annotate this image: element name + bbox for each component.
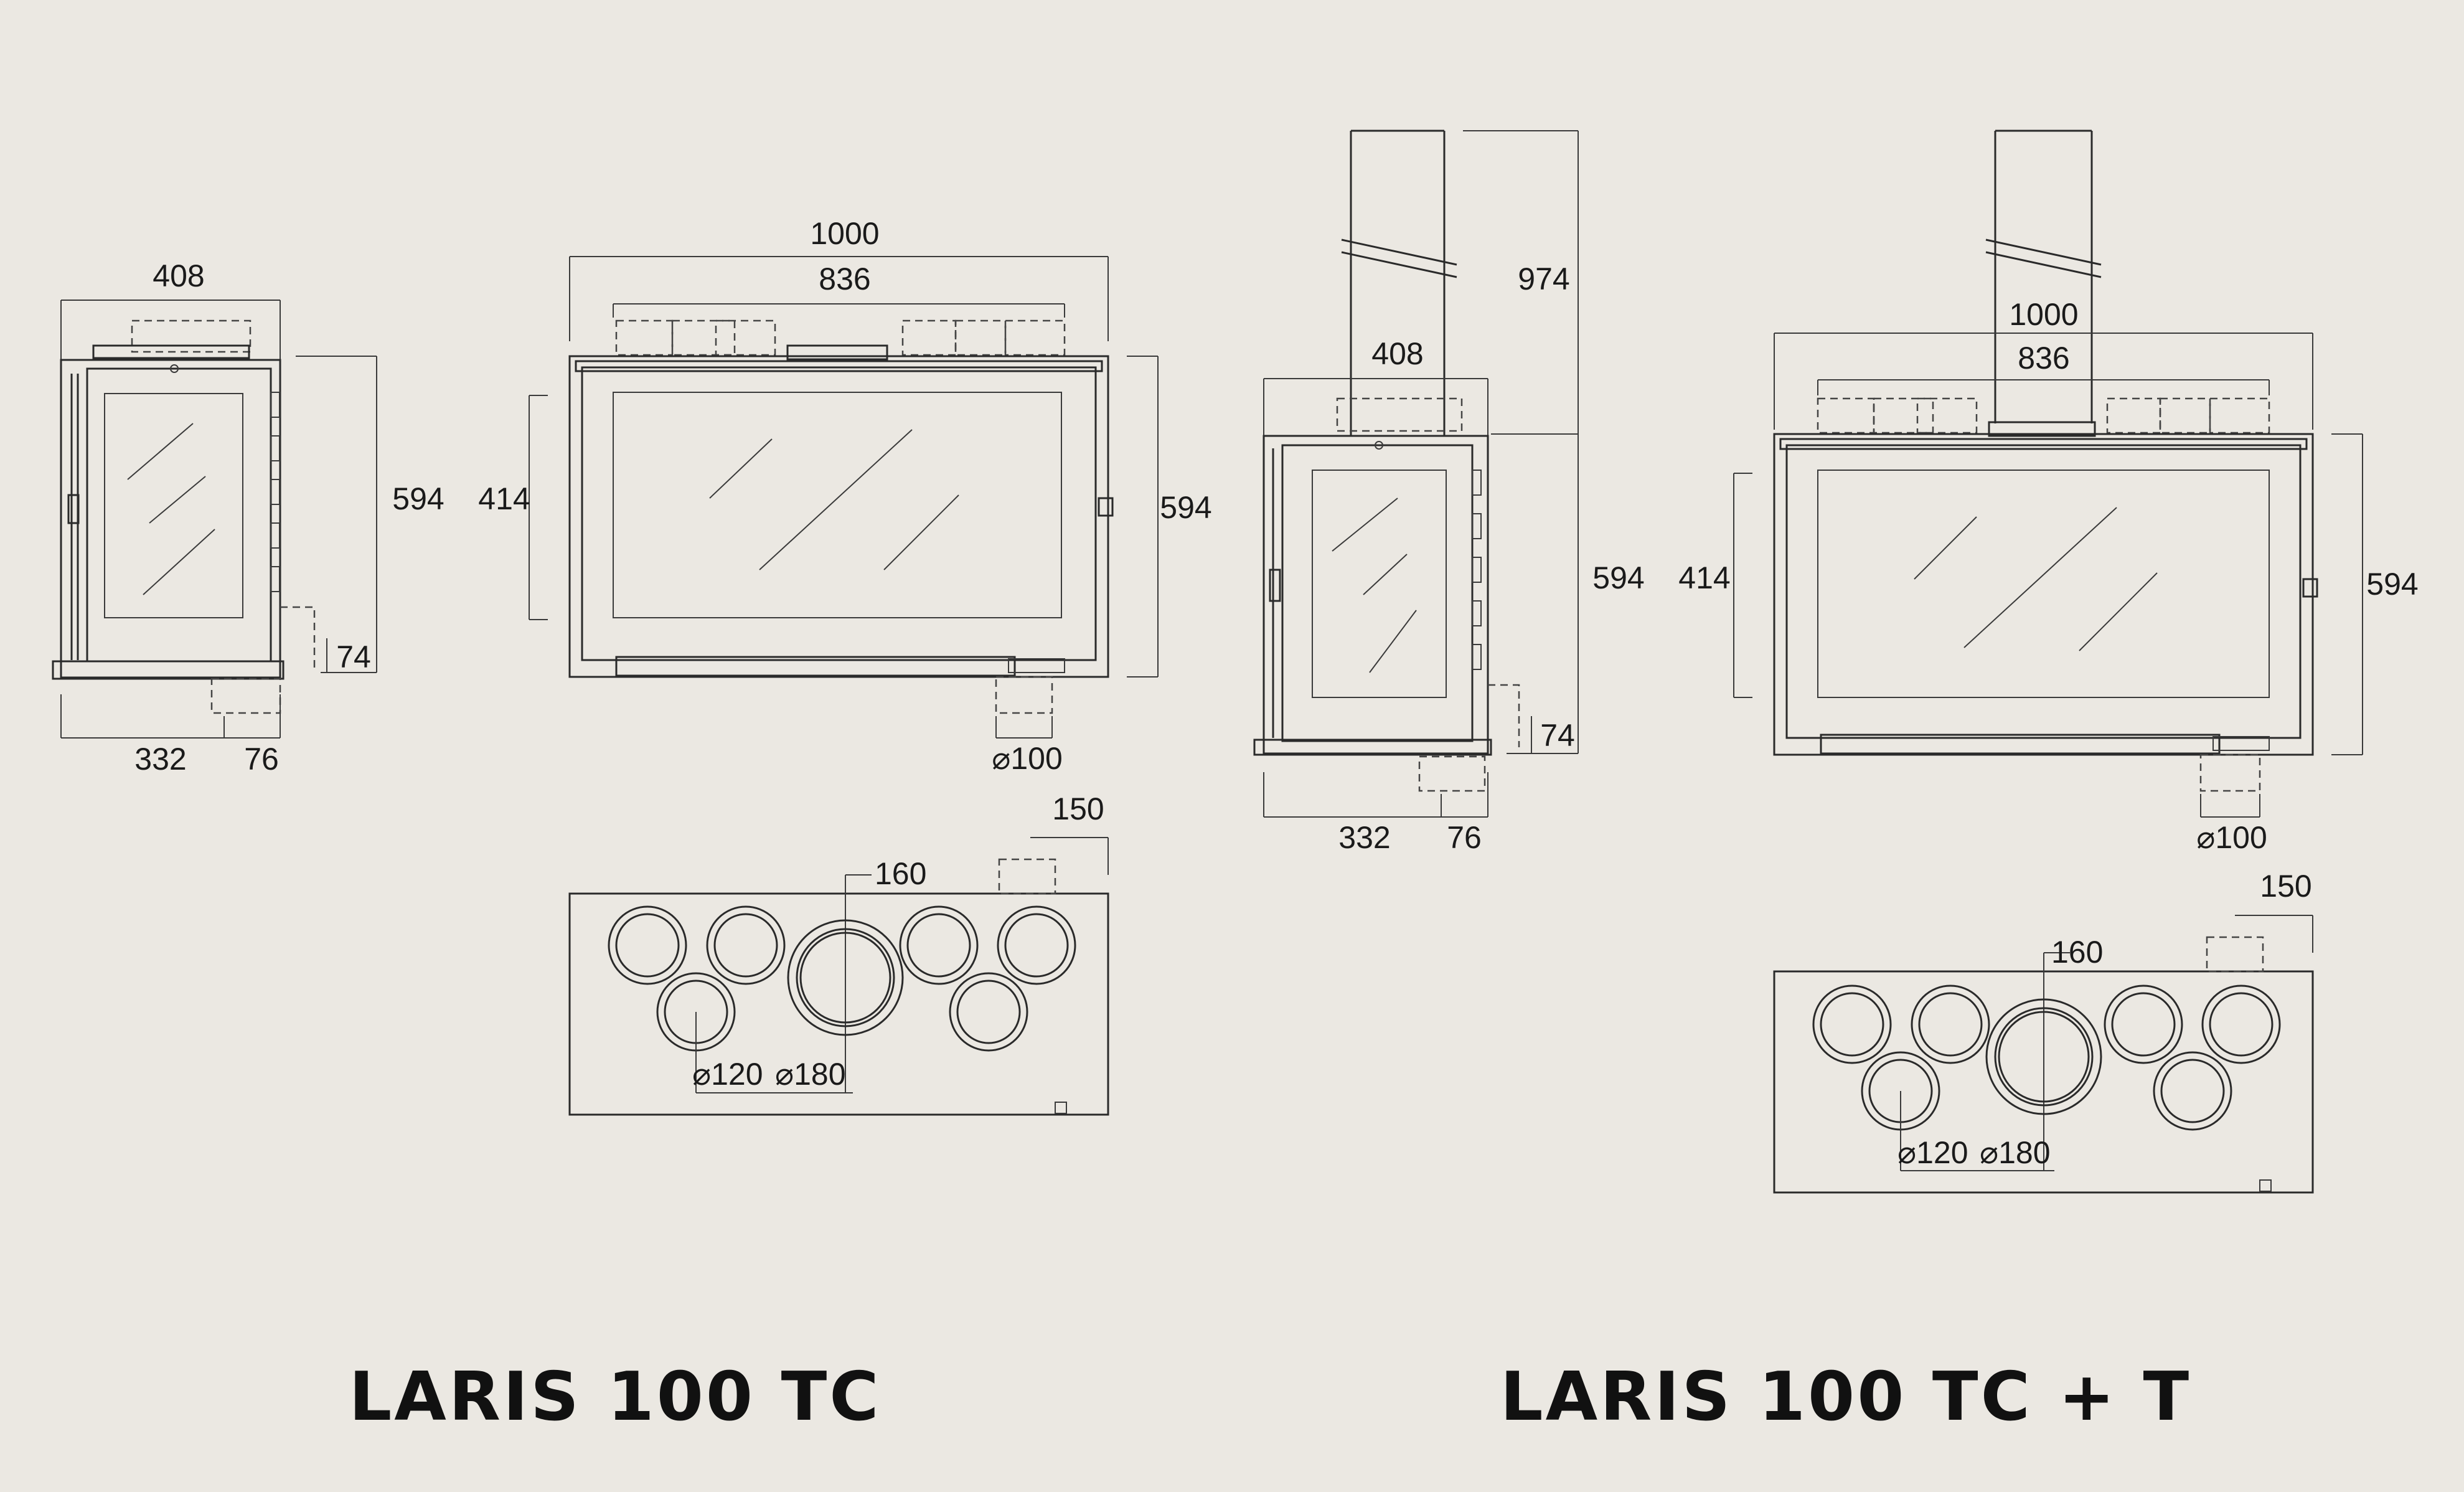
right-top-offset-label: 150 bbox=[2260, 869, 2311, 904]
left-top-small-outlet-label: ⌀120 bbox=[692, 1057, 763, 1092]
left-front-height-label: 594 bbox=[1160, 490, 1211, 525]
left-side-offset-label: 76 bbox=[244, 742, 279, 777]
right-side-height-label: 594 bbox=[1592, 560, 1644, 595]
right-front-inner-width-label: 836 bbox=[2018, 341, 2069, 375]
right-top-view: 150 160 ⌀120 ⌀180 bbox=[1773, 869, 2314, 1194]
right-side-offset-label: 76 bbox=[1447, 820, 1482, 855]
right-top-large-outlet-label: ⌀180 bbox=[1980, 1135, 2051, 1170]
left-side-view: 408 594 74 bbox=[52, 258, 444, 777]
left-side-foot-label: 74 bbox=[336, 640, 371, 674]
right-side-foot-label: 74 bbox=[1540, 718, 1575, 753]
right-side-width-label: 408 bbox=[1371, 336, 1423, 371]
left-front-inner-width-label: 836 bbox=[819, 262, 870, 296]
left-model-title: LARIS 100 TC bbox=[349, 1358, 881, 1436]
left-side-height-label: 594 bbox=[392, 481, 444, 516]
right-top-flue-label: 160 bbox=[2051, 935, 2103, 970]
right-front-height-label: 594 bbox=[2366, 567, 2418, 602]
right-side-depth-label: 332 bbox=[1338, 820, 1390, 855]
left-top-offset-label: 150 bbox=[1052, 791, 1104, 826]
left-side-depth-label: 332 bbox=[134, 742, 186, 777]
left-front-view: 1000 836 414 594 bbox=[478, 216, 1211, 776]
right-top-small-outlet-label: ⌀120 bbox=[1897, 1135, 1968, 1170]
right-side-view: 974 408 594 74 332 7 bbox=[1253, 130, 1645, 855]
left-top-large-outlet-label: ⌀180 bbox=[775, 1057, 846, 1092]
right-front-inlet-label: ⌀100 bbox=[2196, 820, 2267, 855]
right-front-outer-width-label: 1000 bbox=[2009, 297, 2078, 332]
left-front-outer-width-label: 1000 bbox=[810, 216, 879, 251]
right-side-flue-height-label: 974 bbox=[1518, 262, 1569, 296]
right-front-glass-height-label: 414 bbox=[1678, 560, 1730, 595]
left-front-inlet-label: ⌀100 bbox=[992, 741, 1063, 776]
left-front-glass-height-label: 414 bbox=[478, 481, 530, 516]
left-top-flue-label: 160 bbox=[875, 856, 926, 891]
left-side-width-label: 408 bbox=[153, 258, 204, 293]
right-model-title: LARIS 100 TC + T bbox=[1500, 1358, 2191, 1436]
right-front-view: 1000 836 414 594 bbox=[1678, 130, 2419, 855]
left-top-view: 150 160 ⌀120 ⌀180 bbox=[568, 791, 1109, 1116]
